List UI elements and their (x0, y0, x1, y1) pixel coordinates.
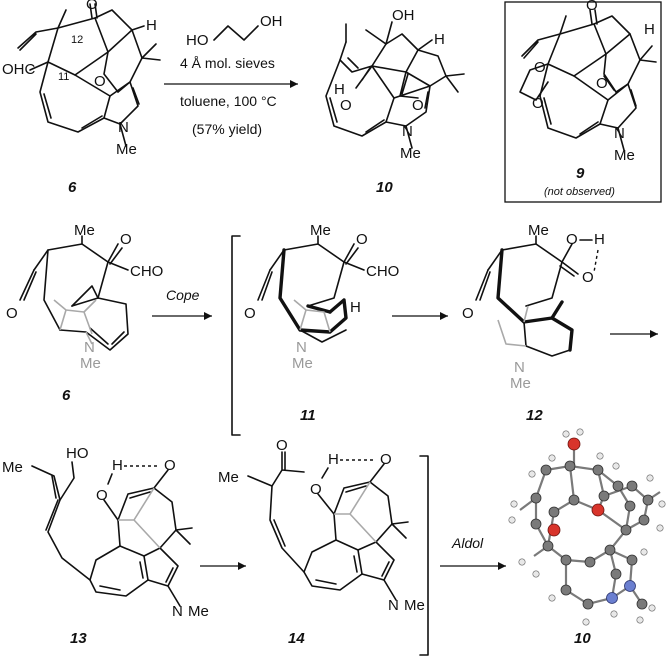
atom-label-o: O (120, 231, 132, 248)
atom-label-h: H (644, 21, 655, 38)
atom-label-me: Me (404, 597, 425, 614)
atom-label-n: N (614, 125, 625, 142)
atom-label-oh: OH (260, 13, 283, 30)
not-observed-note: (not observed) (544, 186, 615, 198)
left-bracket (231, 235, 241, 436)
compound-13-structure (31, 461, 193, 607)
atom-label-me: Me (528, 222, 549, 239)
compound-9-structure (519, 9, 657, 151)
atom-label-n: N (84, 339, 95, 356)
atom-label-o: O (96, 487, 108, 504)
atom-label-n: N (172, 603, 183, 620)
cope-arrow-label: Cope (166, 287, 200, 303)
atom-label-h: H (594, 231, 605, 248)
compound-label-14: 14 (288, 630, 305, 647)
atom-label-me: Me (292, 355, 313, 372)
arrowhead (498, 562, 506, 570)
atom-label-h: H (334, 81, 345, 98)
atom-label-n: N (296, 339, 307, 356)
atom-label-o: O (276, 437, 288, 454)
atom-label-n: N (118, 119, 129, 136)
atom-label-o: O (6, 305, 18, 322)
atom-label-o: O (596, 75, 608, 92)
atom-label-oh: OH (392, 7, 415, 24)
compound-6-structure (17, 3, 161, 147)
atom-label-o: O (532, 95, 544, 112)
compound-10-structure (325, 21, 465, 149)
compound-14-structure (247, 451, 409, 601)
atom-label-me: Me (80, 355, 101, 372)
oh-bond (107, 473, 113, 485)
solvent-text: toluene, 100 °C (180, 93, 277, 109)
arrowhead (290, 80, 298, 88)
atom-label-cho: CHO (366, 263, 399, 280)
atom-label-o: O (310, 481, 322, 498)
atom-label-o: O (566, 231, 578, 248)
atom-label-me: Me (400, 145, 421, 162)
atom-label-h: H (350, 299, 361, 316)
arrowhead (238, 562, 246, 570)
atom-label-o: O (586, 0, 598, 14)
reagent-text: 4 Å mol. sieves (180, 55, 275, 71)
compound-12-structure (475, 235, 579, 357)
atom-label-o: O (356, 231, 368, 248)
atom-label-o: O (462, 305, 474, 322)
aldol-arrow-label: Aldol (451, 535, 484, 551)
compound-6-3d-structure (19, 235, 129, 351)
atom-label-o: O (412, 97, 424, 114)
atom-label-o: O (86, 0, 98, 13)
atom-label-o: O (340, 97, 352, 114)
atom-label-h: H (112, 457, 123, 474)
atom-label-cho: CHO (130, 263, 163, 280)
atom-label-o: O (534, 59, 546, 76)
atom-label-o: O (244, 305, 256, 322)
compound-label-10-xray: 10 (574, 630, 591, 647)
atom-label-me: Me (614, 147, 635, 164)
arrowhead (204, 312, 212, 320)
atom-label-n: N (388, 597, 399, 614)
atom-label-o: O (94, 73, 106, 90)
atom-label-n: N (514, 359, 525, 376)
compound-label-6-mid: 6 (62, 387, 71, 404)
atom-label-h: H (434, 31, 445, 48)
atom-label-h: H (146, 17, 157, 34)
compound-label-10-top: 10 (376, 179, 393, 196)
locant-12: 12 (71, 34, 83, 46)
atom-label-me: Me (2, 459, 23, 476)
h-bond (593, 249, 599, 273)
atom-label-ho: HO (66, 445, 89, 462)
atom-label-me: Me (510, 375, 531, 392)
atom-label-me: Me (310, 222, 331, 239)
compound-label-13: 13 (70, 630, 87, 647)
atom-label-o: O (582, 269, 594, 286)
compound-label-11: 11 (300, 407, 316, 424)
yield-text: (57% yield) (192, 121, 262, 137)
compound-11-structure (257, 235, 365, 343)
atom-label-ohc: OHC (2, 61, 36, 78)
ethylene-glycol-structure (213, 25, 259, 41)
atom-label-ho: HO (186, 32, 209, 49)
arrowhead (440, 312, 448, 320)
atom-label-me: Me (218, 469, 239, 486)
compound-label-6-top: 6 (68, 179, 77, 196)
compound-label-12: 12 (526, 407, 543, 424)
oh-bond (321, 467, 329, 479)
atom-label-n: N (402, 123, 413, 140)
locant-11: 11 (58, 71, 69, 83)
atom-label-me: Me (116, 141, 137, 158)
xray-structure-10 (508, 428, 666, 626)
atom-label-me: Me (74, 222, 95, 239)
atom-label-o: O (164, 457, 176, 474)
atom-label-o: O (380, 451, 392, 468)
atom-label-me: Me (188, 603, 209, 620)
atom-label-h: H (328, 451, 339, 468)
arrowhead (650, 330, 658, 338)
right-bracket (419, 455, 429, 656)
not-observed-box (504, 1, 662, 203)
compound-label-9: 9 (576, 165, 585, 182)
